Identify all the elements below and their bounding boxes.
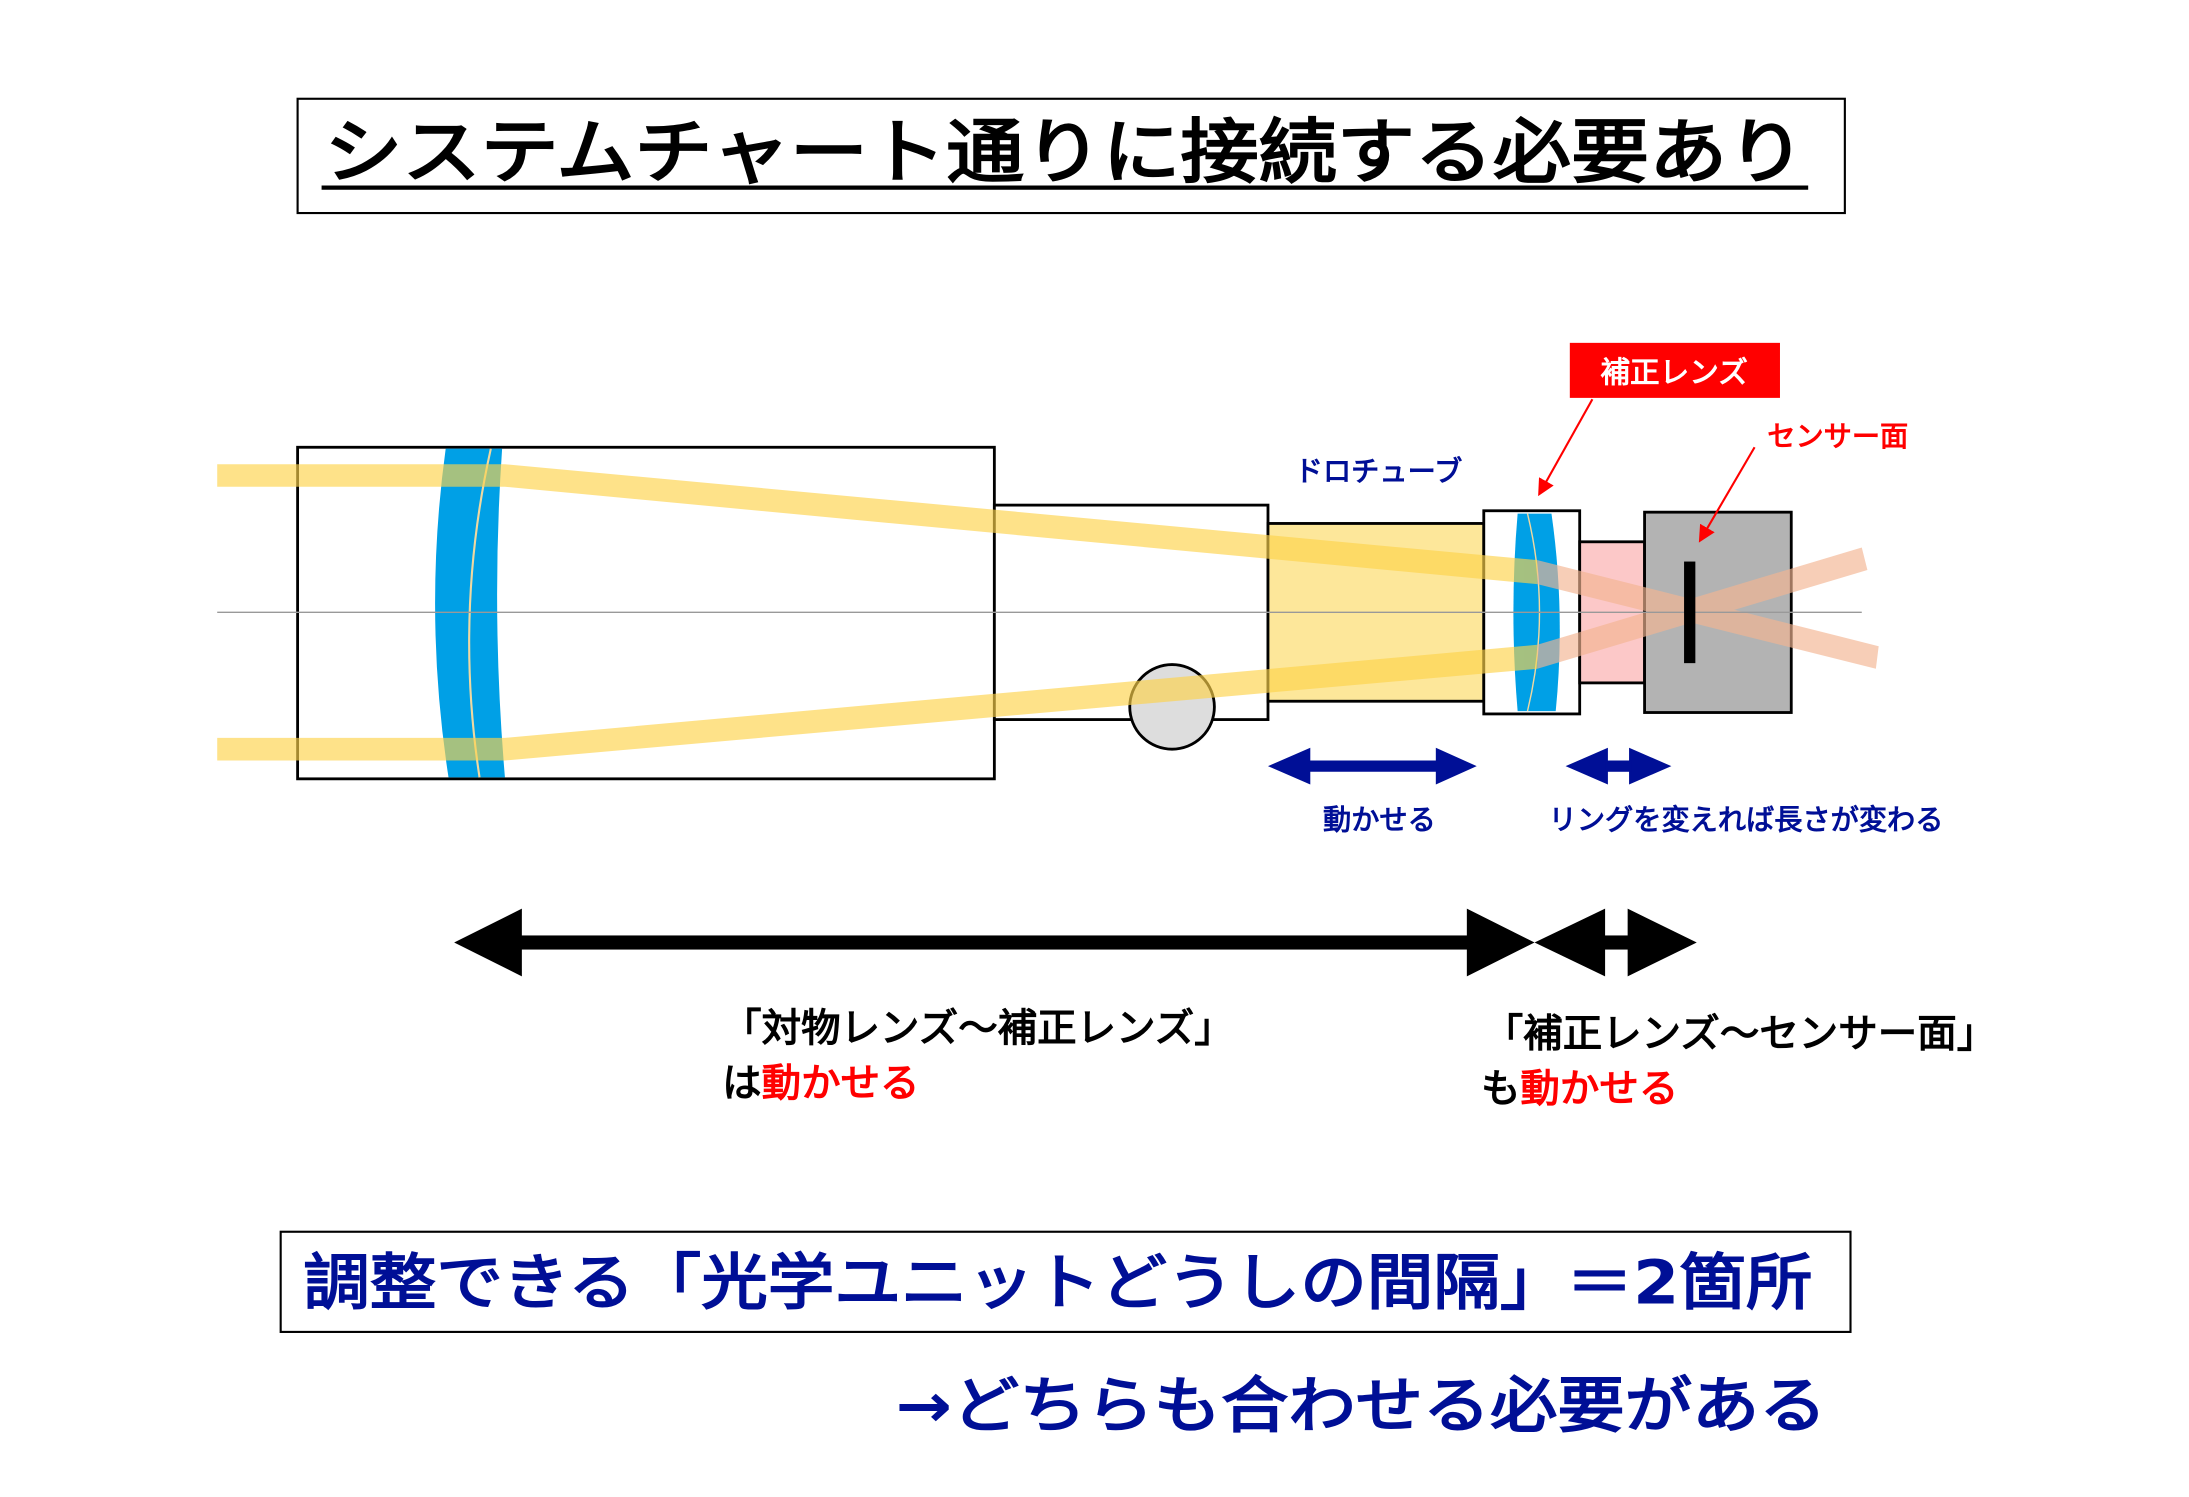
upper-beam	[217, 464, 1538, 585]
ring-range-arrow	[1565, 747, 1672, 785]
conclusion-text: →どちらも合わせる必要がある	[896, 1371, 1827, 1441]
corrector-label-box	[1569, 342, 1780, 398]
converging-beam-2	[1537, 547, 1868, 669]
lower-beam	[217, 644, 1538, 761]
objective-to-corrector-arrow	[454, 908, 1535, 977]
ring-note: リングを変えれば長さが変わる	[1549, 804, 1944, 837]
sensor-pointer-arrow	[1698, 446, 1756, 543]
left-note-prefix: は	[722, 1060, 761, 1106]
left-note-line2: は動かせる	[722, 1060, 919, 1106]
corrector-label: 補正レンズ	[1600, 355, 1747, 389]
light-beams	[217, 464, 1879, 761]
drawtube-range-arrow	[1267, 747, 1477, 785]
title-box	[296, 97, 1846, 215]
right-note-line2: も動かせる	[1481, 1066, 1678, 1112]
right-note-prefix: も	[1481, 1066, 1520, 1112]
summary-text: 調整できる「光学ユニットどうしの間隔」＝2箇所	[303, 1249, 1812, 1319]
title: システムチャート通りに接続する必要あり	[324, 111, 1805, 193]
right-note-emphasis: 動かせる	[1520, 1066, 1678, 1112]
sensor	[1684, 561, 1696, 664]
left-note-line1: 「対物レンズ～補正レンズ」	[722, 1005, 1234, 1051]
left-note-emphasis: 動かせる	[762, 1060, 920, 1106]
movable-label: 動かせる	[1323, 804, 1436, 837]
corrector-pointer-arrow	[1538, 398, 1594, 497]
drawtube-label: ドロチューブ	[1295, 455, 1463, 488]
corrector-to-sensor-arrow	[1534, 908, 1697, 977]
summary-box	[279, 1230, 1852, 1333]
right-note-line1: 「補正レンズ～センサー面」	[1484, 1011, 1996, 1057]
sensor-label: センサー面	[1767, 420, 1908, 453]
